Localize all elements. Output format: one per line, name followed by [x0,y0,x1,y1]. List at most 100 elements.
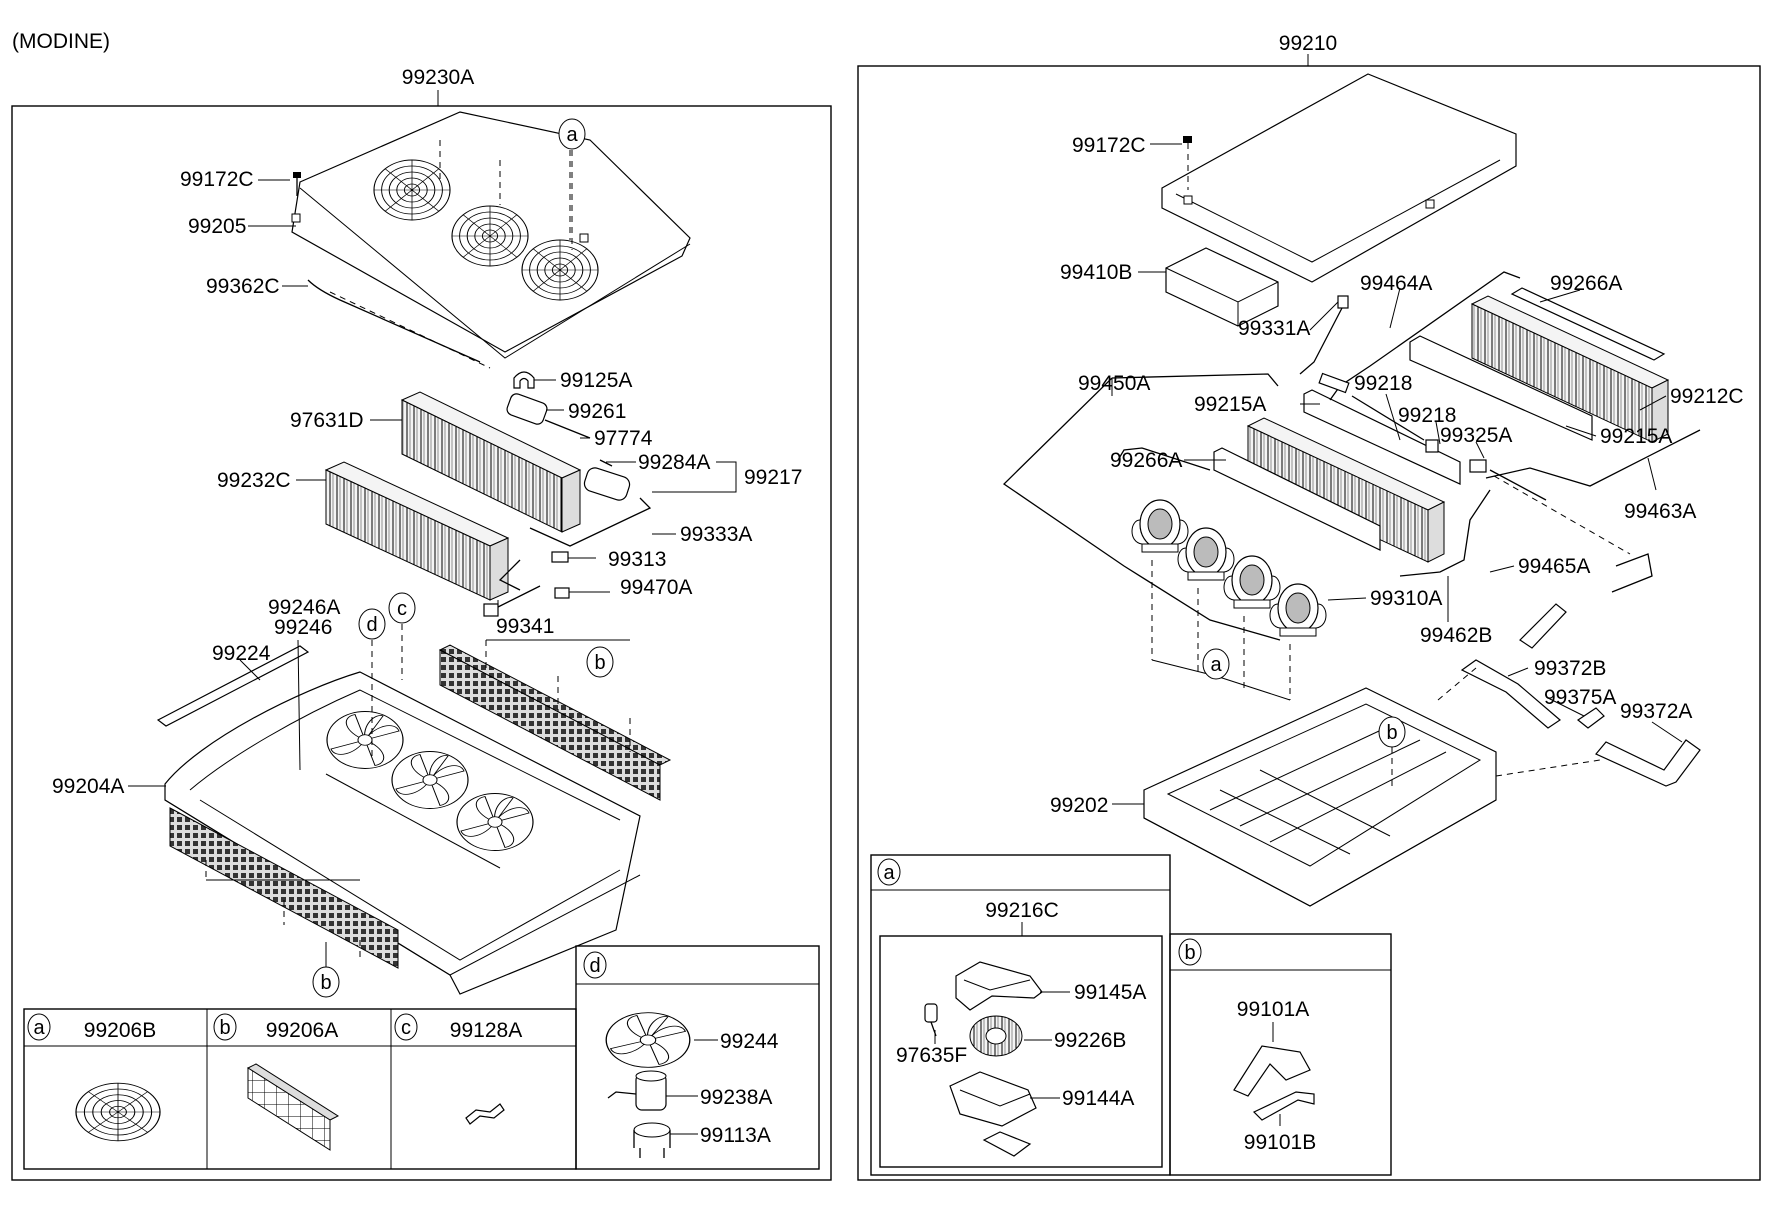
label-99212C: 99212C [1670,385,1744,408]
condenser-core-drawing [400,391,582,533]
right-assembly-part-no: 99210 [1279,32,1337,55]
subpanel-d-part-3: 99113A [700,1124,771,1147]
control-box-drawing [1165,247,1279,327]
motor-bracket-icon [633,1122,671,1158]
label-r-99172C: 99172C [1072,134,1146,157]
label-99362C: 99362C [206,275,280,298]
label-99205: 99205 [188,215,246,238]
label-99232C: 99232C [217,469,291,492]
label-99341: 99341 [496,615,554,638]
label-99372B: 99372B [1534,657,1606,680]
svg-text:b: b [1184,942,1195,964]
fitting-99215A-drawing [1318,372,1350,394]
svg-text:b: b [594,652,605,674]
callout-b-right: b [1378,716,1406,790]
harness-sensor-drawing [1117,447,1211,471]
label-99284A: 99284A [638,451,710,474]
rod-drawing [307,279,481,363]
pipe-99372A-drawing [1595,739,1701,787]
right-core-back-drawing [1470,295,1670,443]
label-99450A: 99450A [1078,372,1150,395]
hose-end-drawing [1519,603,1567,649]
blower-case-lower-icon [949,1071,1037,1157]
subpanel-c: c 99128A [394,1013,522,1125]
subpanel-d-part-1: 99244 [720,1030,779,1053]
fitting-99218-drawing [1425,439,1439,453]
pipe-99375A-drawing [1576,707,1605,729]
grille-drawings [169,644,672,969]
cover-plate-top-drawing [1303,389,1461,485]
label-99465A: 99465A [1518,555,1590,578]
motor-icon [607,1070,667,1111]
base-tray-drawing [1143,687,1497,907]
drier-drawing [506,393,548,425]
sensor-99325A-drawing [1469,459,1487,473]
top-cover-drawing [291,111,691,359]
variant-label: (MODINE) [12,30,110,53]
svg-text:b: b [320,972,331,994]
subpanel-ra: a 99216C 99145A 97635F 99226B [870,854,1171,1176]
subpanel-d: d 99244 99238A 99113A [575,945,820,1170]
pipe-99372B-drawing [1460,659,1561,729]
subpanel-ra-part-1: 99145A [1074,981,1146,1004]
fan-guard-icon [75,1082,161,1142]
subpanel-rb-part-2: 99101B [1244,1131,1316,1154]
harness-99464A-drawing [1329,271,1521,401]
expansion-valve-drawing [529,459,652,547]
label-99464A: 99464A [1360,272,1432,295]
label-99246: 99246 [274,616,332,639]
subpanel-ra-part-2: 97635F [896,1044,967,1067]
cover-plate-front-drawing [1213,447,1381,551]
label-99463A: 99463A [1624,500,1696,523]
label-99125A: 99125A [560,369,632,392]
harness-99463A-drawing [1485,429,1701,487]
callout-b-left-bottom: b [312,942,340,998]
label-99246A: 99246A [268,596,340,619]
left-assembly: 99230A [11,66,832,1181]
svg-text:a: a [33,1017,45,1039]
left-assembly-frame [11,105,832,1181]
blower-case-upper-icon [955,961,1043,1011]
svg-text:a: a [883,862,895,884]
label-99224: 99224 [212,642,271,665]
bracket-icon [1233,1045,1315,1121]
subpanel-a: a 99206B [27,1013,161,1142]
label-99410B: 99410B [1060,261,1132,284]
subpanel-b: b 99206A [213,1013,340,1151]
right-leader-lines [1111,143,1683,805]
subpanel-ra-part-no: 99216C [985,899,1059,922]
left-assembly-part-no: 99230A [402,66,474,89]
label-r-99266A-back: 99266A [1550,272,1622,295]
label-99261: 99261 [568,400,626,423]
subpanel-d-part-2: 99238A [700,1086,772,1109]
label-99215A-b: 99215A [1600,425,1672,448]
label-99462B: 99462B [1420,624,1492,647]
label-99310A: 99310A [1370,587,1442,610]
callout-b-left-top: b [586,646,614,678]
label-99217: 99217 [744,466,802,489]
clip-icon [465,1103,505,1125]
svg-text:c: c [397,598,407,620]
subpanel-c-part-no: 99128A [450,1019,522,1042]
fitting-drawing [551,551,569,563]
right-assembly: 99210 [857,32,1761,1181]
subpanel-ra-part-3: 99226B [1054,1029,1126,1052]
label-99172C: 99172C [180,168,254,191]
label-97631D: 97631D [290,409,364,432]
blower-drawings [1131,499,1327,637]
fitting-99331A-drawing [1337,295,1349,309]
subpanel-ra-part-4: 99144A [1062,1087,1134,1110]
callout-c-left: c [388,592,416,680]
label-99218-a: 99218 [1354,372,1412,395]
label-99372A: 99372A [1620,700,1692,723]
subpanel-a-part-no: 99206B [84,1019,156,1042]
harness-99462B-drawing [1399,489,1491,577]
callout-d-left: d [358,608,386,760]
harness-99450A-drawing [1002,373,1281,641]
cover-plate-back-drawing [1510,287,1666,361]
cover-plate-mid-drawing [1409,335,1593,441]
svg-text:c: c [401,1017,411,1039]
clamp-drawing [513,371,535,389]
label-97774: 97774 [594,427,653,450]
